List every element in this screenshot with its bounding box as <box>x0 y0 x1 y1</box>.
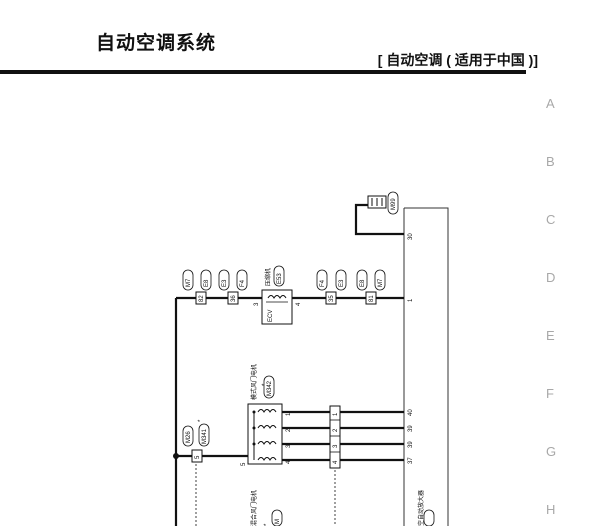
pin-35: 35 <box>329 295 335 302</box>
ecv-coil <box>267 295 287 299</box>
margin-letter-d: D <box>546 270 556 285</box>
connector-e53: E53 <box>277 273 283 284</box>
pin-81-box <box>365 291 377 305</box>
motor-pin-1: 1 <box>286 412 292 416</box>
connector-f4-right: F4 <box>320 279 326 287</box>
connector-m7-right: M7 <box>378 278 384 287</box>
terminal-39b: 39 <box>408 441 414 448</box>
pin-5-box <box>191 449 203 463</box>
ecv-label: ECV <box>268 310 274 322</box>
terminal-1: 1 <box>408 298 414 302</box>
connector-m7-left: M7 <box>186 278 192 287</box>
m99-label: M99 <box>391 198 397 210</box>
motor-pin-2: 2 <box>286 428 292 432</box>
connector-e8-left: E8 <box>204 279 210 287</box>
compressor-label: 压缩机 <box>264 268 272 286</box>
mix-door-motor-label: 混合风门电机 <box>250 490 258 526</box>
page-title: 自动空调系统 <box>96 33 217 54</box>
pin-3: 3 <box>254 302 260 306</box>
pin-36-box <box>227 291 239 305</box>
conn-pin-3: 3 <box>333 444 339 448</box>
junction-dot <box>173 453 179 459</box>
pin-4: 4 <box>296 302 302 306</box>
conn-pin-1: 1 <box>333 412 339 416</box>
motor-pin-4: 4 <box>286 460 292 464</box>
margin-letter-b: B <box>546 154 555 169</box>
connector-e3-left: E3 <box>222 279 228 287</box>
connector-m26: M26 <box>186 431 192 443</box>
m99-tag <box>387 191 399 215</box>
pin-82-box <box>195 291 207 305</box>
auto-amp-label: 空自动放大器 <box>417 490 425 526</box>
pin-5: 5 <box>195 455 201 459</box>
mix-door-star: * <box>264 523 270 526</box>
margin-letter-g: G <box>546 444 557 459</box>
connector-e8-right: E8 <box>360 279 366 287</box>
mode-door-coils <box>252 409 277 461</box>
connector-m342: M342 <box>267 380 273 396</box>
m341-star: * <box>198 419 204 422</box>
motor-pin-5: 5 <box>241 462 247 466</box>
pin-35-box <box>325 291 337 305</box>
signal-connector-strip <box>329 405 341 469</box>
terminal-30: 30 <box>408 233 414 240</box>
margin-letter-f: F <box>546 386 554 401</box>
auto-amp-tag <box>423 509 435 526</box>
margin-letter-e: E <box>546 328 555 343</box>
connector-f4-left: F4 <box>240 279 246 287</box>
margin-letter-a: A <box>546 96 555 111</box>
terminal-39a: 39 <box>408 425 414 432</box>
conn-pin-4: 4 <box>333 460 339 464</box>
connector-m341: M341 <box>202 428 208 444</box>
m99-wire <box>354 203 404 236</box>
terminal-40: 40 <box>408 409 414 416</box>
pin-81: 81 <box>369 295 375 302</box>
header-rule <box>0 70 526 74</box>
connector-m-bottom: M <box>275 519 281 524</box>
margin-letter-h: H <box>546 502 556 517</box>
pin-36: 36 <box>231 295 237 302</box>
connector-e3-right: E3 <box>339 279 345 287</box>
pin-82: 82 <box>199 295 205 302</box>
terminal-37: 37 <box>408 457 414 464</box>
mode-door-motor-label: 模式风门电机 <box>250 364 258 400</box>
conn-pin-2: 2 <box>333 428 339 432</box>
auto-amp-box <box>404 207 449 526</box>
page-subtitle: [ 自动空调 ( 适用于中国 )] <box>377 52 538 68</box>
motor-pin-3: 3 <box>286 444 292 448</box>
margin-letter-c: C <box>546 212 556 227</box>
